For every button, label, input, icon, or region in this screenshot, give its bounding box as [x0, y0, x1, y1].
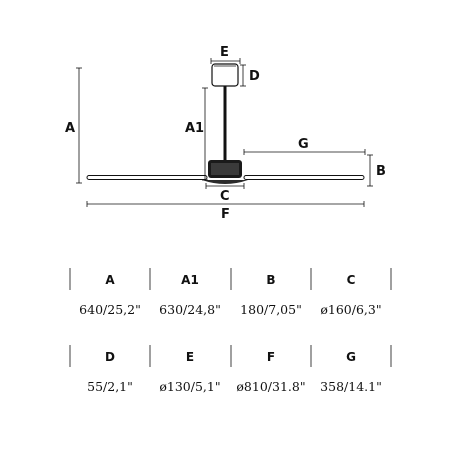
dimension-c: C [205, 183, 245, 204]
row2-value-3: ø810/31.8" [236, 379, 305, 394]
dimension-f-label: F [221, 207, 230, 222]
row1-header-3: B [266, 273, 275, 287]
row1-value-3: 180/7,05" [240, 302, 302, 317]
row2-header-2: E [186, 350, 194, 364]
row2-value-4: 358/14.1" [320, 379, 382, 394]
ceiling-canopy [211, 63, 239, 87]
dimension-c-label: C [220, 189, 230, 204]
dimension-e-label: E [220, 45, 229, 60]
row1-header-1: A [105, 273, 115, 287]
dimension-d-label: D [249, 69, 260, 84]
dimension-f: F [86, 201, 365, 222]
dimension-spec-table: A A1 B C 640/25,2" 630/24,8" 180/7,05" ø… [69, 268, 392, 394]
fan-dimension-diagram: A A1 E D G B C [65, 45, 386, 222]
dimension-a1-label: A1 [185, 121, 204, 136]
row2-header-4: G [346, 350, 356, 364]
fan-blade-right [243, 175, 365, 180]
row2-value-2: ø130/5,1" [159, 379, 220, 394]
row1-value-1: 640/25,2" [79, 302, 141, 317]
dimension-a: A [65, 67, 82, 184]
row2-header-3: F [267, 350, 275, 364]
dimension-a1: A1 [185, 87, 208, 181]
down-rod [223, 86, 227, 162]
dimension-b-label: B [376, 164, 386, 179]
row1-value-2: 630/24,8" [159, 302, 221, 317]
dimension-b: B [367, 154, 386, 187]
row2-separators [69, 345, 392, 367]
dimension-d: D [240, 64, 260, 87]
fan-blade-left [86, 175, 208, 180]
dimension-a-label: A [65, 121, 75, 136]
row1-value-4: ø160/6,3" [320, 302, 381, 317]
row1-header-4: C [347, 273, 356, 287]
row2-header-1: D [105, 350, 115, 364]
row1-separators [69, 268, 392, 290]
dimension-g-label: G [298, 137, 309, 152]
row2-value-1: 55/2,1" [87, 379, 133, 394]
dimension-e: E [210, 45, 241, 64]
row1-header-2: A1 [181, 273, 199, 287]
dimension-g: G [243, 137, 366, 155]
